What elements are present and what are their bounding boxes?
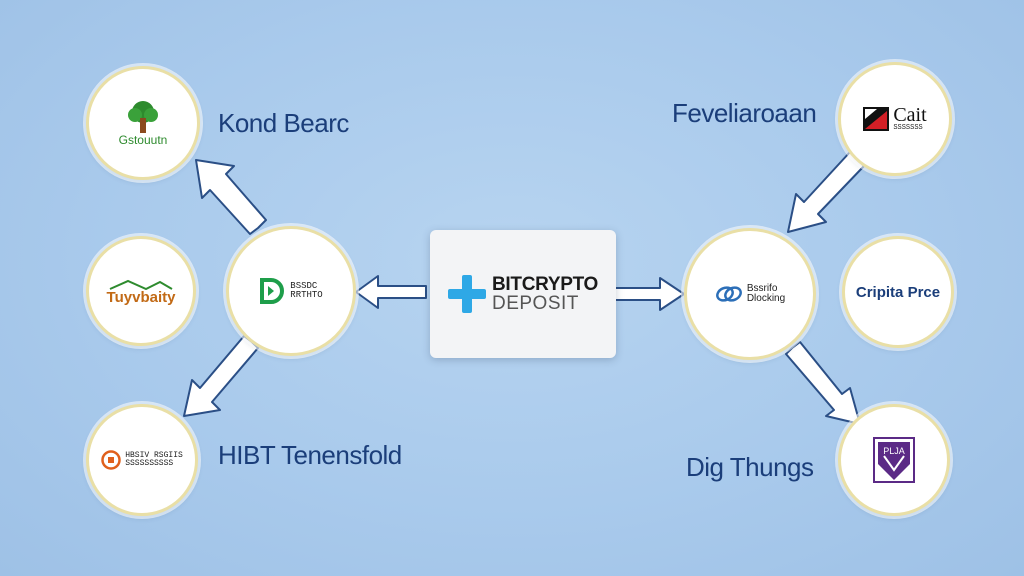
label-top-left: Kond Bearc (218, 108, 349, 138)
roof-icon (109, 279, 173, 290)
node-top-left[interactable]: Gstouutn (86, 66, 200, 180)
label-bottom-right: Dig Thungs (686, 452, 814, 482)
node-top-right-subtitle: SSSSSSS (893, 124, 923, 133)
node-right-hub-line2: Dlocking (746, 293, 786, 304)
node-left-hub-line1: BSSDC (290, 280, 318, 291)
node-left-hub-line2: RRTHTO (290, 290, 323, 300)
node-bottom-left-line1: HBSIV RSGIIS (125, 450, 183, 460)
label-top-right: Feveliaroaan (672, 98, 817, 128)
center-title: BITCRYPTO (491, 274, 599, 295)
node-left-hub[interactable]: BSSDC RRTHTO (226, 226, 356, 356)
plus-icon (447, 275, 486, 313)
node-bottom-right-text: PLJA (883, 446, 905, 456)
arrow-center-to-right-hub (613, 277, 685, 311)
arrow-to-bottom-left (183, 335, 259, 417)
coin-icon (101, 450, 121, 470)
center-subtitle: DEPOSIT (491, 293, 579, 314)
arrow-from-top-right (787, 151, 865, 233)
center-node-bitcrypto-deposit[interactable]: BITCRYPTO DEPOSIT (430, 230, 616, 358)
chain-icon (715, 286, 742, 302)
arrow-to-bottom-right (785, 341, 861, 425)
arrow-to-top-left (195, 159, 267, 235)
node-bottom-right[interactable]: PLJA (838, 404, 950, 516)
node-top-right-title: Cait (893, 104, 927, 127)
node-right-hub-line1: Bssrifo (746, 282, 778, 294)
node-top-left-logo-text: Gstouutn (118, 133, 168, 147)
flag-icon (863, 107, 890, 131)
node-bottom-left-line2: SSSSSSSSSS (125, 459, 174, 468)
node-top-right[interactable]: Cait SSSSSSS (838, 62, 952, 176)
node-mid-right-text: Cripita Prce (855, 283, 941, 301)
node-mid-left-logo-text: Tuyvbaity (106, 288, 176, 306)
node-mid-left[interactable]: Tuyvbaity (86, 236, 196, 346)
tree-icon (127, 101, 158, 133)
node-mid-right[interactable]: Cripita Prce (842, 236, 954, 348)
node-bottom-left[interactable]: HBSIV RSGIIS SSSSSSSSSS (86, 404, 198, 516)
d-logo-icon (260, 278, 285, 304)
node-right-hub[interactable]: Bssrifo Dlocking (684, 228, 816, 360)
arrow-center-to-left-hub (355, 275, 427, 309)
label-bottom-left: HIBT Tenensfold (218, 440, 402, 470)
shield-icon: PLJA (873, 437, 915, 483)
